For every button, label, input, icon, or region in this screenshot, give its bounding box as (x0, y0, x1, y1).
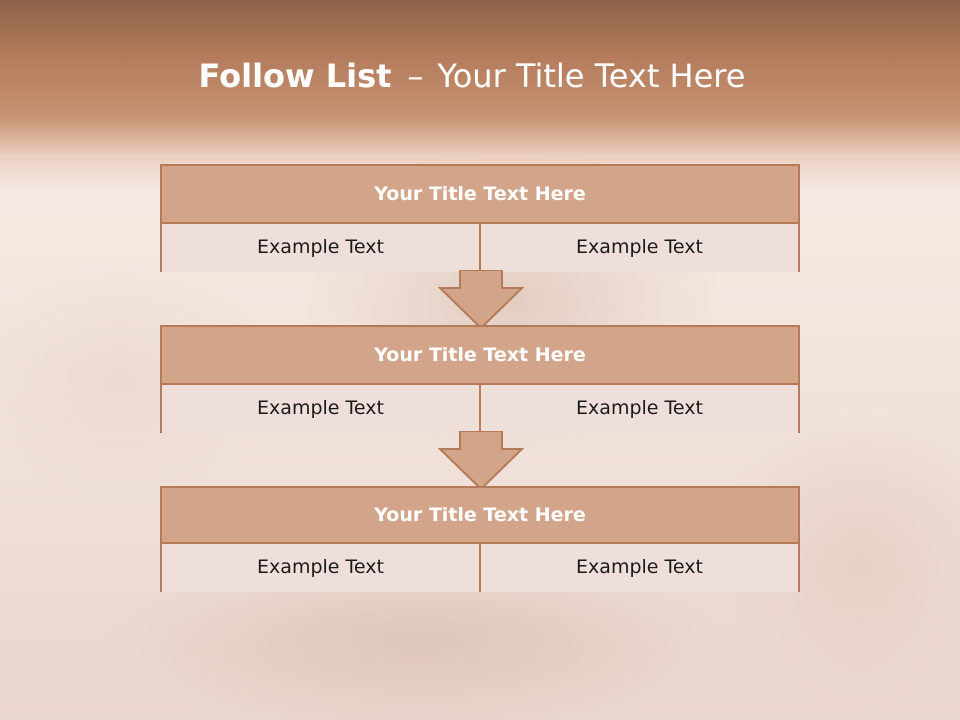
block-cells: Example Text Example Text (162, 224, 798, 272)
block-title: Your Title Text Here (162, 166, 798, 224)
list-block-3: Your Title Text Here Example Text Exampl… (160, 486, 800, 592)
slide-title-rest: Your Title Text Here (437, 57, 746, 95)
block-cell-right: Example Text (479, 544, 798, 592)
block-cell-left: Example Text (162, 544, 479, 592)
block-cell-right: Example Text (479, 385, 798, 433)
down-arrow-1 (438, 270, 524, 330)
block-cells: Example Text Example Text (162, 544, 798, 592)
list-block-2: Your Title Text Here Example Text Exampl… (160, 325, 800, 433)
slide-title-dash: – (407, 57, 424, 95)
block-cells: Example Text Example Text (162, 385, 798, 433)
slide-title: Follow List–Your Title Text Here (0, 52, 944, 100)
block-cell-left: Example Text (162, 224, 479, 272)
block-title: Your Title Text Here (162, 327, 798, 385)
block-cell-right: Example Text (479, 224, 798, 272)
slide-title-bold: Follow List (198, 57, 392, 95)
header-band (0, 0, 960, 190)
list-block-1: Your Title Text Here Example Text Exampl… (160, 164, 800, 272)
block-cell-left: Example Text (162, 385, 479, 433)
down-arrow-2 (438, 431, 524, 491)
block-title: Your Title Text Here (162, 488, 798, 544)
